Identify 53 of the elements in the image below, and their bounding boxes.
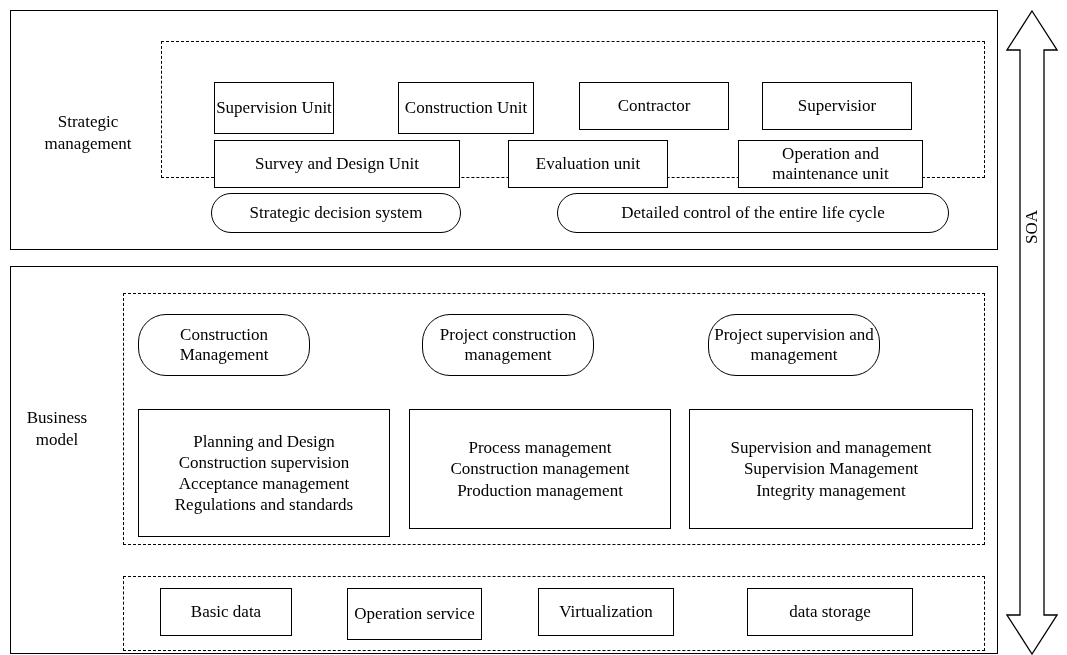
unit-box bbox=[214, 140, 460, 188]
unit-box bbox=[409, 409, 671, 529]
unit-box bbox=[538, 588, 674, 636]
unit-box bbox=[747, 588, 913, 636]
layer-label: Business model bbox=[25, 407, 89, 452]
box-text: Process management bbox=[468, 437, 612, 459]
box-text: Construction management bbox=[450, 458, 630, 480]
box-text: Supervision and management bbox=[730, 437, 932, 459]
box-text: Operation and maintenance unit bbox=[771, 143, 890, 185]
box-text: Strategic decision system bbox=[249, 202, 423, 224]
box-text: Construction Management bbox=[178, 324, 270, 366]
unit-box bbox=[398, 82, 534, 134]
unit-box bbox=[214, 82, 334, 134]
module-pill bbox=[211, 193, 461, 233]
module-pill bbox=[557, 193, 949, 233]
double-arrow bbox=[1006, 10, 1058, 655]
box-text: Operation service bbox=[354, 603, 475, 625]
module-pill bbox=[138, 314, 310, 376]
unit-box bbox=[689, 409, 973, 529]
unit-box bbox=[738, 140, 923, 188]
module-pill bbox=[708, 314, 880, 376]
dashed-group-frame bbox=[123, 576, 985, 651]
box-text: Supervision Management bbox=[743, 458, 919, 480]
box-text: Planning and Design bbox=[193, 430, 335, 452]
box-text: Project supervision and management bbox=[713, 324, 875, 366]
unit-box bbox=[138, 409, 390, 537]
box-text: Survey and Design Unit bbox=[255, 153, 419, 175]
box-text: Evaluation unit bbox=[535, 153, 641, 175]
box-text: data storage bbox=[789, 601, 871, 623]
box-text: Integrity management bbox=[756, 479, 906, 501]
arrow-label: SOA bbox=[1023, 210, 1041, 244]
box-text: Virtualization bbox=[559, 601, 653, 623]
module-pill bbox=[422, 314, 594, 376]
box-text: Construction supervision bbox=[178, 451, 350, 473]
unit-box bbox=[762, 82, 912, 130]
box-text: Supervisior bbox=[797, 95, 877, 117]
box-text: Detailed control of the entire life cycle bbox=[621, 202, 885, 224]
layer-panel bbox=[10, 266, 998, 654]
box-text: Supervision Unit bbox=[216, 97, 332, 119]
layer-panel bbox=[10, 10, 998, 250]
box-text: Construction Unit bbox=[404, 97, 528, 119]
box-text: Project construction management bbox=[438, 324, 578, 366]
box-text: Acceptance management bbox=[178, 473, 350, 495]
box-text: Basic data bbox=[190, 601, 262, 623]
layer-label: Strategic management bbox=[43, 111, 133, 156]
box-text: Production management bbox=[457, 479, 623, 501]
dashed-group-frame bbox=[123, 293, 985, 545]
box-text: Regulations and standards bbox=[174, 494, 354, 516]
unit-box bbox=[508, 140, 668, 188]
box-text: Contractor bbox=[617, 95, 691, 117]
unit-box bbox=[347, 588, 482, 640]
unit-box bbox=[579, 82, 729, 130]
unit-box bbox=[160, 588, 292, 636]
